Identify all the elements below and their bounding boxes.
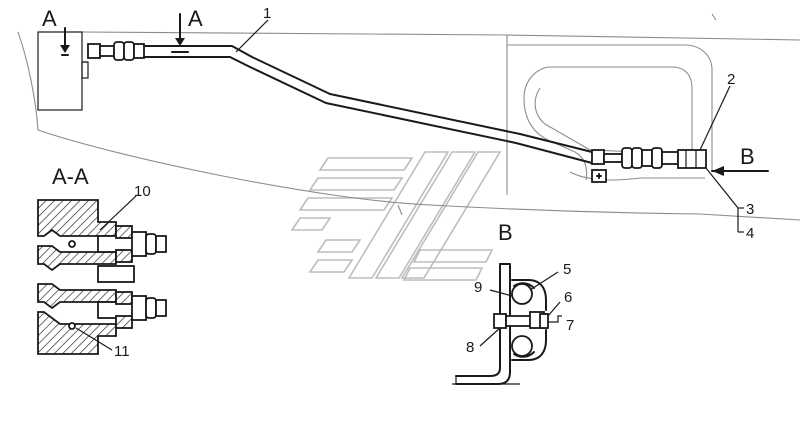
watermark-logo-icon bbox=[290, 151, 502, 281]
section-aa-view bbox=[37, 199, 167, 355]
section-aa-title: A-A bbox=[52, 164, 89, 189]
right-fitting bbox=[591, 147, 707, 183]
callout-11: 11 bbox=[114, 343, 130, 360]
callout-1: 1 bbox=[263, 5, 271, 22]
callout-6: 6 bbox=[564, 289, 572, 306]
view-b-title: B bbox=[498, 220, 513, 245]
leader-lines-b bbox=[479, 271, 562, 347]
section-label-a-right: A bbox=[188, 6, 203, 31]
callout-4: 4 bbox=[746, 225, 754, 242]
callout-2: 2 bbox=[727, 71, 735, 88]
callout-9: 9 bbox=[474, 279, 482, 296]
section-mark-a-right: A bbox=[171, 6, 203, 53]
left-fitting bbox=[87, 41, 145, 61]
callout-3: 3 bbox=[746, 201, 754, 218]
callout-7: 7 bbox=[566, 317, 574, 334]
section-mark-a-left: A bbox=[42, 6, 70, 56]
hose-pipe bbox=[143, 45, 593, 164]
callout-8: 8 bbox=[466, 339, 474, 356]
view-b-detail bbox=[452, 263, 549, 385]
distribution-block bbox=[37, 31, 89, 111]
view-b-arrow: B bbox=[711, 144, 769, 176]
leader-lines-aa bbox=[75, 195, 137, 351]
machine-outline bbox=[17, 13, 800, 221]
callout-5: 5 bbox=[563, 261, 571, 278]
callout-10: 10 bbox=[134, 183, 151, 200]
leader-lines-main bbox=[235, 19, 744, 233]
view-b-arrow-label: B bbox=[740, 144, 755, 169]
section-label-a-left: A bbox=[42, 6, 57, 31]
